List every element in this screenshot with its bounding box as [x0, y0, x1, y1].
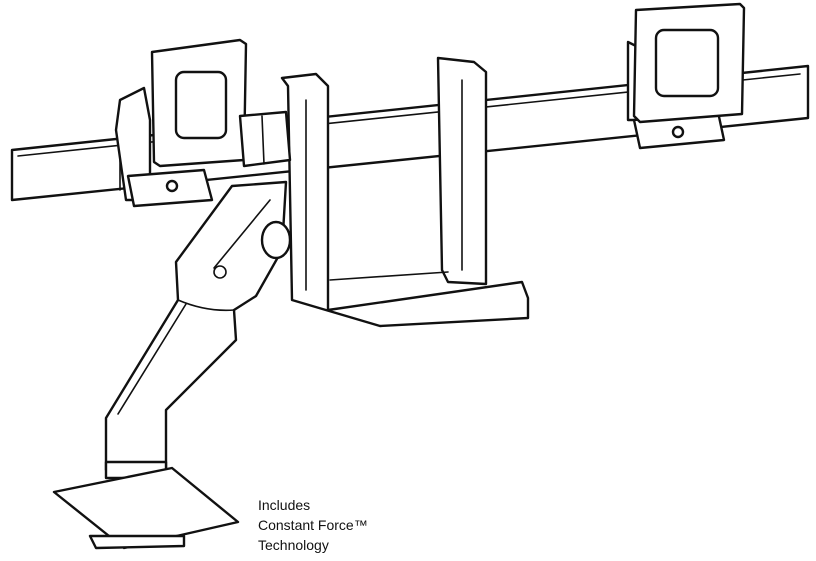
support-arm [104, 180, 292, 472]
left-monitor-mount [114, 38, 248, 208]
caption: Includes Constant Force™ Technology [258, 495, 368, 555]
caption-line-1: Includes [258, 497, 311, 513]
desk-clamp [52, 460, 240, 550]
center-handle [280, 56, 530, 328]
right-monitor-mount [626, 2, 746, 150]
caption-line-2: Constant Force™ [258, 517, 368, 533]
arm-hub [238, 110, 292, 168]
caption-line-3: Technology [258, 537, 329, 553]
